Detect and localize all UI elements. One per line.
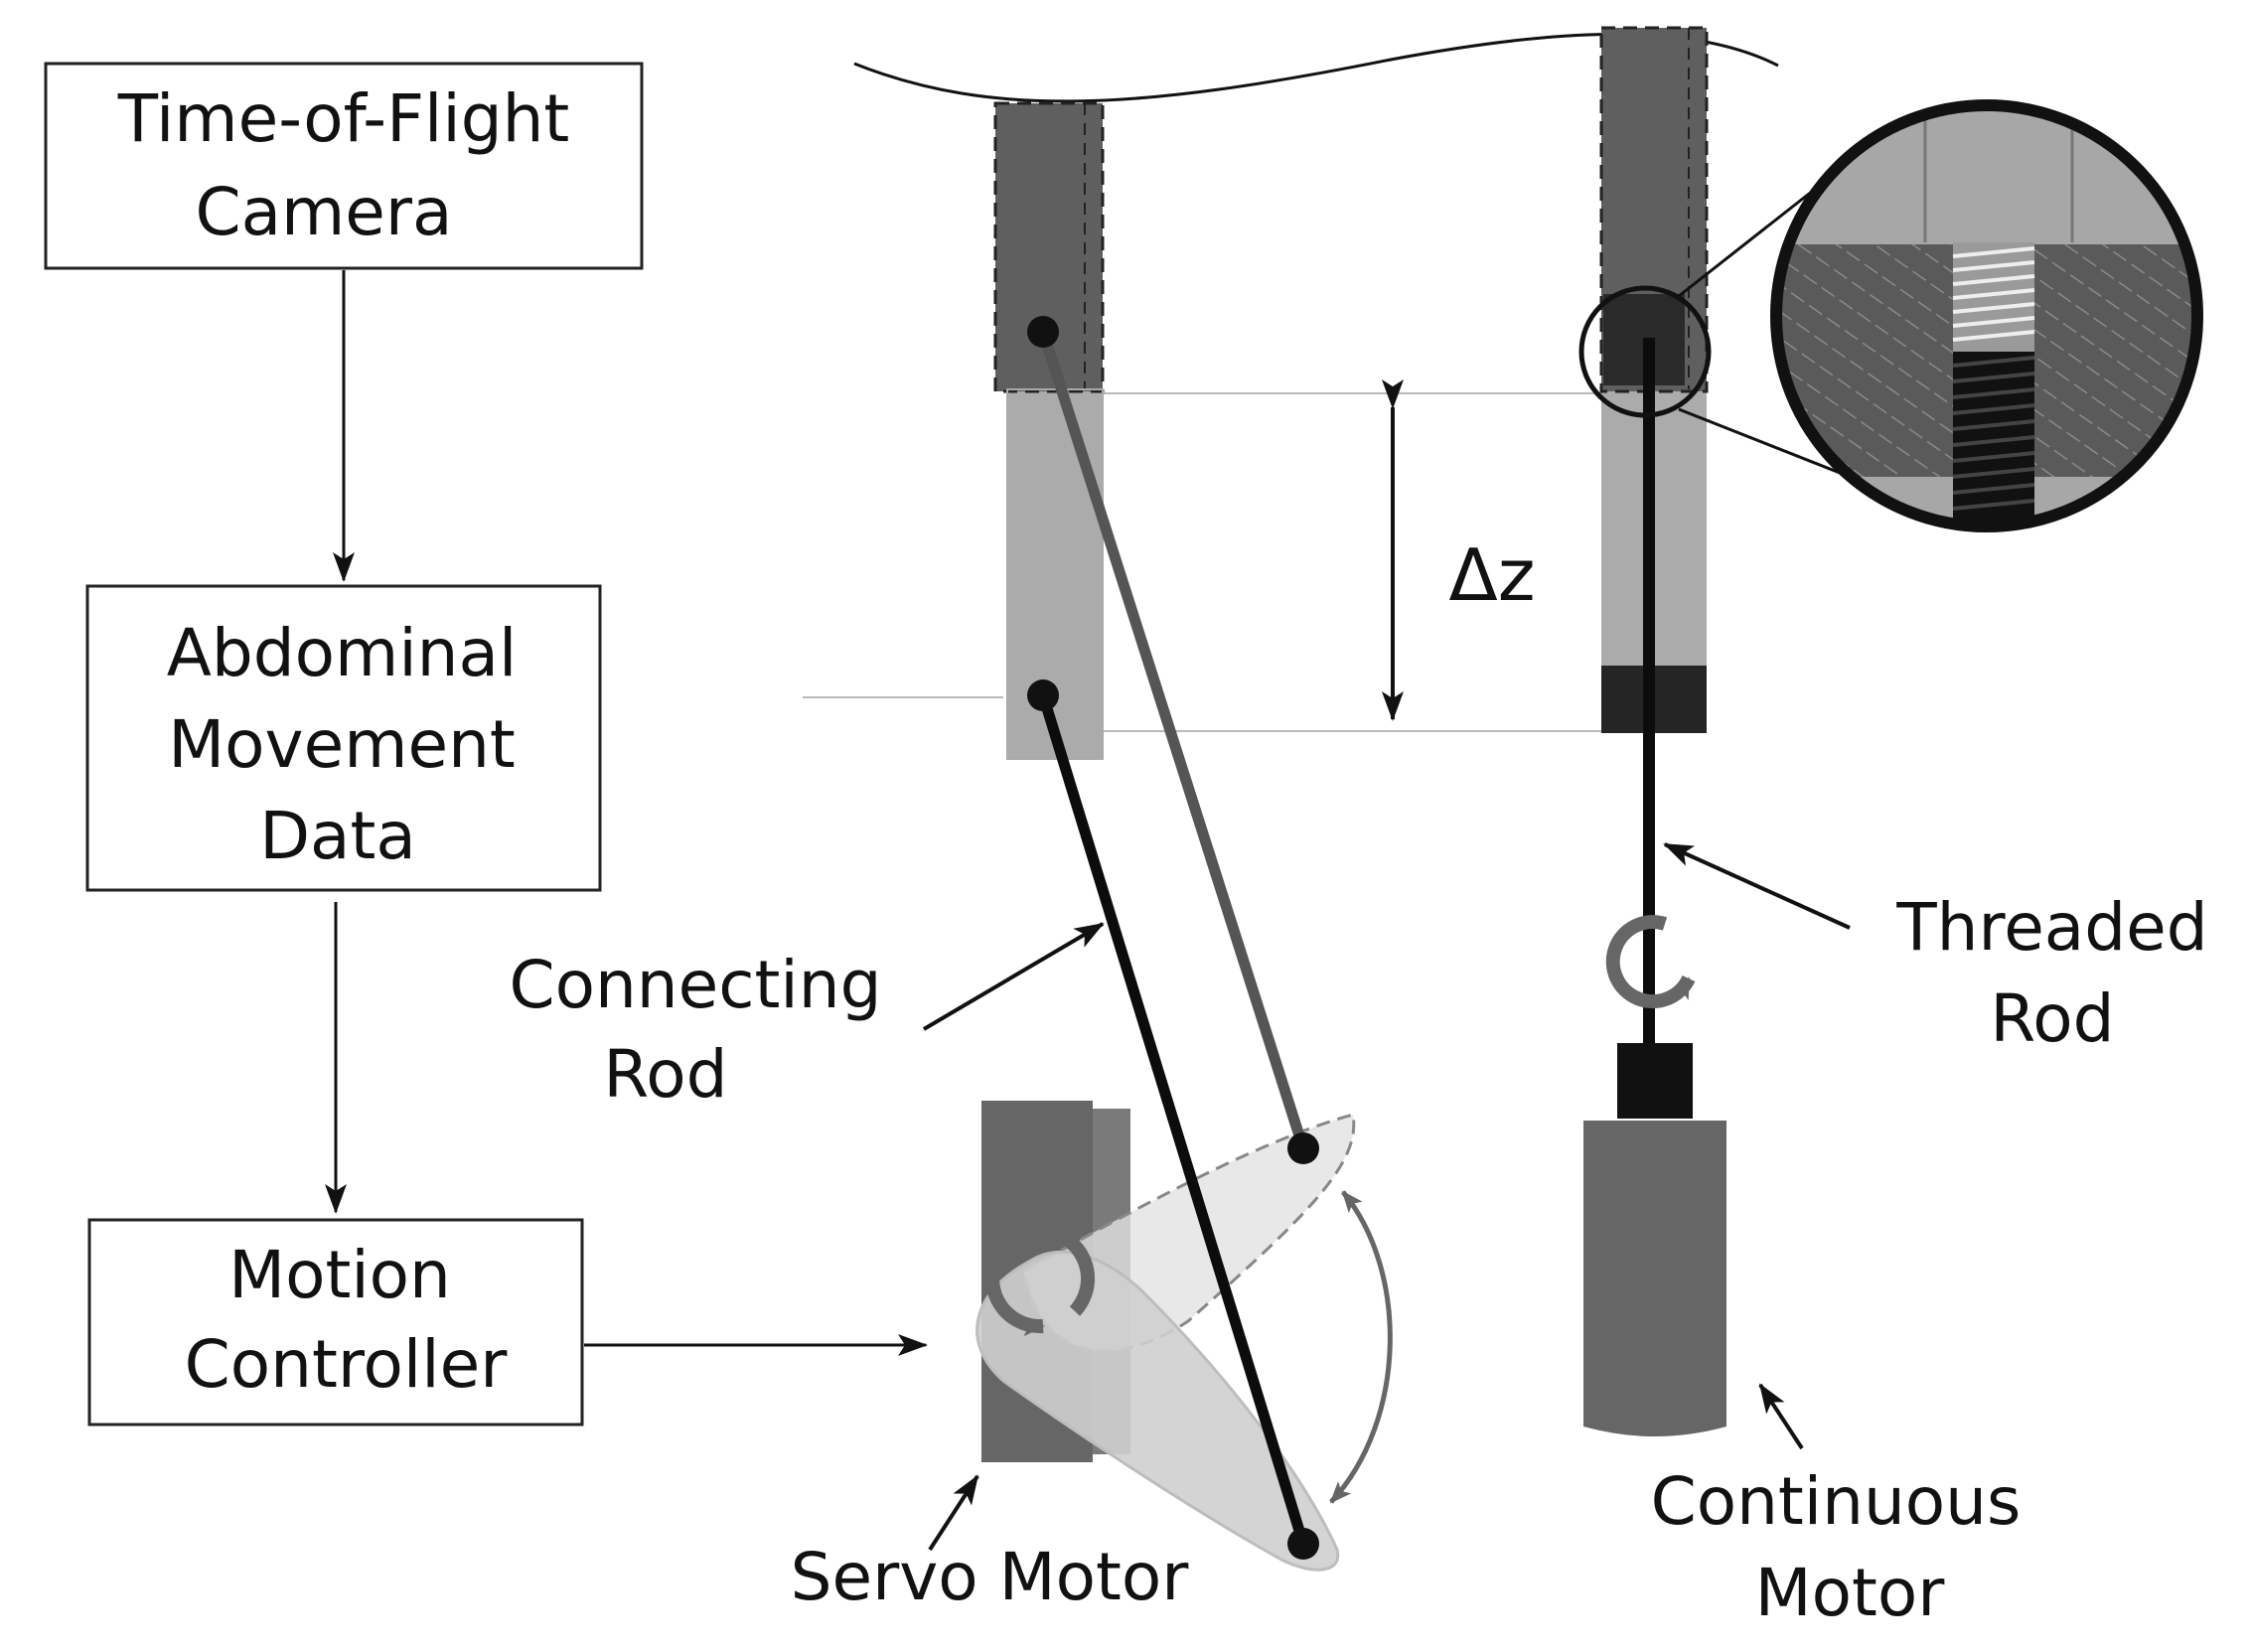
thread-rod-detail (1952, 352, 2035, 521)
connecting-rod-ghost-bottom-pin (1287, 1132, 1319, 1164)
continuous-motor (1583, 1043, 1726, 1436)
threaded-rod-pointer (1663, 842, 1851, 930)
data-box-line1: Abdominal (167, 615, 518, 691)
threaded-plunger (1578, 26, 1712, 1047)
connecting-rod-label-line2: Rod (603, 1036, 727, 1113)
left-plunger-dashed-outline (993, 101, 1105, 393)
flowchart: Time-of-Flight Camera Abdominal Movement… (44, 62, 928, 1427)
thread-detail-magnifier (1678, 99, 2203, 532)
connecting-rod-label-line1: Connecting (510, 947, 882, 1023)
controller-box-line1: Motion (228, 1237, 451, 1313)
data-box (85, 584, 602, 892)
camera-box-line2: Camera (195, 174, 452, 250)
motor-coupler (1617, 1043, 1693, 1119)
camera-box (44, 62, 644, 270)
connecting-rod-pointer (922, 922, 1105, 1031)
data-box-line2: Movement (168, 706, 516, 783)
connecting-rod-ghost (1037, 326, 1309, 1154)
servo-rotation-icon (985, 1224, 1096, 1337)
servo-swing-arc (1329, 1190, 1393, 1504)
delta-z-indicator: Δz (1382, 379, 1536, 721)
threaded-rod-rotation-icon (1605, 915, 1696, 1009)
servo-arm (975, 1250, 1340, 1572)
data-box-line3: Data (259, 798, 416, 874)
connecting-rod-ghost-top-pin (1027, 316, 1059, 348)
servo-motor (975, 1101, 1393, 1572)
thread-hole-upper (1952, 242, 2035, 354)
right-plunger-dashed-outline (1599, 26, 1709, 393)
magnifier-circle (1770, 99, 2203, 532)
servo-motor-label: Servo Motor (791, 1539, 1190, 1615)
continuous-motor-pointer (1758, 1383, 1804, 1450)
controller-box (87, 1218, 584, 1427)
camera-box-line1: Time-of-Flight (117, 80, 570, 157)
left-plunger-lower-outline (1006, 388, 1104, 760)
continuous-motor-label-line1: Continuous (1651, 1463, 2022, 1540)
servo-motor-pointer (928, 1474, 979, 1552)
connecting-rod (1037, 689, 1309, 1550)
magnifier-source-circle (1578, 285, 1712, 418)
connecting-rod-bottom-pin (1287, 1528, 1319, 1560)
threaded-rod-label-line1: Threaded (1895, 889, 2207, 966)
continuous-motor-body (1583, 1121, 1726, 1436)
servo-plunger (993, 101, 1105, 760)
controller-box-line2: Controller (185, 1326, 509, 1403)
connecting-rod-top-pin (1027, 679, 1059, 711)
continuous-motor-label-line2: Motor (1755, 1555, 1946, 1631)
threaded-rod-label-line2: Rod (1990, 980, 2114, 1057)
delta-z-label: Δz (1448, 533, 1535, 617)
